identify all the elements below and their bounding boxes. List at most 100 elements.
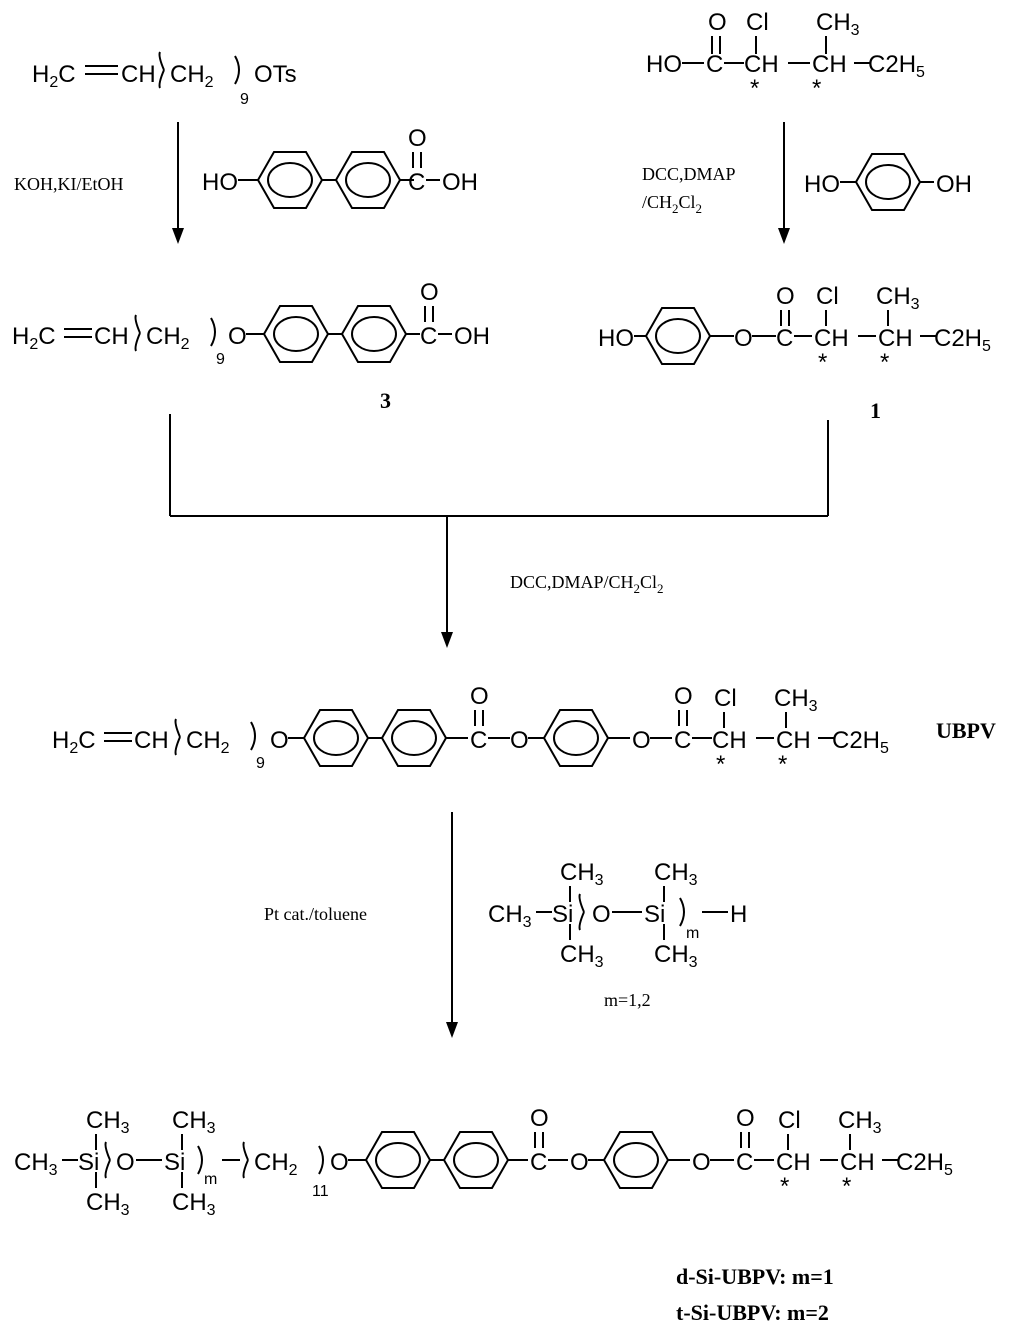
svg-text:C: C — [736, 1149, 753, 1176]
svg-text:CH: CH — [878, 325, 913, 352]
compound-3-label: 3 — [380, 388, 391, 413]
svg-text:CH: CH — [840, 1149, 875, 1176]
svg-text:H: H — [730, 901, 747, 928]
svg-text:CH3: CH3 — [816, 9, 860, 39]
svg-text:C2H5: C2H5 — [832, 727, 889, 757]
join-bracket — [169, 414, 829, 648]
svg-text:CH3: CH3 — [172, 1189, 216, 1219]
svg-text:CH3: CH3 — [488, 901, 532, 931]
condition-step2-line1: DCC,DMAP — [642, 164, 736, 184]
svg-text:HO: HO — [202, 169, 238, 196]
svg-text:11: 11 — [312, 1183, 329, 1200]
svg-text:O: O — [408, 125, 427, 152]
svg-text:O: O — [470, 683, 489, 710]
ubpv-label: UBPV — [936, 718, 996, 743]
svg-text:C: C — [530, 1149, 547, 1176]
svg-text:9: 9 — [216, 351, 225, 368]
chloro-acid: O Cl CH3 HO C CH CH C2H5 * * — [646, 9, 925, 102]
final-label-d-si: d-Si-UBPV: m=1 — [676, 1264, 834, 1289]
svg-text:HO: HO — [804, 171, 840, 198]
svg-text:O: O — [510, 727, 529, 754]
svg-text:O: O — [530, 1105, 549, 1132]
svg-text:CH2: CH2 — [146, 323, 190, 353]
svg-text:OH: OH — [454, 323, 490, 350]
final-product: CH3 CH3 CH3 Si O Si m CH2 11 O O C O — [14, 1105, 953, 1219]
svg-text:CH3: CH3 — [172, 1107, 216, 1137]
condition-step2-line2: /CH2Cl2 — [642, 192, 702, 216]
svg-text:CH3: CH3 — [654, 859, 698, 889]
compound-1: HO O O C Cl CH CH3 CH C2H5 * * — [598, 283, 991, 376]
svg-text:O: O — [776, 283, 795, 310]
svg-text:C: C — [408, 169, 425, 196]
repeat-count-9: 9 — [240, 91, 249, 108]
svg-text:CH3: CH3 — [774, 685, 818, 715]
svg-text:O: O — [270, 727, 289, 754]
condition-step4: Pt cat./toluene — [264, 904, 367, 924]
svg-text:CH3: CH3 — [654, 941, 698, 971]
biphenyl-acid-reagent: HO O C OH — [202, 125, 478, 209]
svg-text:O: O — [708, 9, 727, 36]
svg-text:C2H5: C2H5 — [934, 325, 991, 355]
svg-text:*: * — [812, 75, 821, 102]
svg-text:CH3: CH3 — [86, 1189, 130, 1219]
svg-text:CH2: CH2 — [254, 1149, 298, 1179]
svg-text:CH3: CH3 — [560, 859, 604, 889]
svg-text:Si: Si — [644, 901, 665, 928]
svg-text:*: * — [750, 75, 759, 102]
svg-text:m: m — [686, 925, 699, 942]
svg-text:O: O — [734, 325, 753, 352]
svg-text:*: * — [880, 349, 889, 376]
arrow-step4 — [446, 812, 458, 1038]
svg-text:C: C — [420, 323, 437, 350]
svg-text:CH: CH — [814, 325, 849, 352]
svg-text:CH: CH — [94, 323, 129, 350]
svg-text:CH2: CH2 — [186, 727, 230, 757]
svg-text:CH: CH — [134, 727, 169, 754]
compound-1-label: 1 — [870, 398, 881, 423]
arrow-step1 — [172, 122, 184, 244]
svg-text:CH: CH — [776, 727, 811, 754]
svg-text:OH: OH — [936, 171, 972, 198]
svg-text:C: C — [706, 51, 723, 78]
svg-text:OH: OH — [442, 169, 478, 196]
svg-text:H2C: H2C — [32, 61, 76, 91]
arrow-step2 — [778, 122, 790, 244]
ots-group: OTs — [254, 61, 297, 88]
siloxane-reagent: CH3 CH3 CH3 Si O Si m H CH3 CH3 — [488, 859, 747, 971]
svg-text:H2C: H2C — [52, 727, 96, 757]
svg-text:m: m — [204, 1171, 217, 1188]
hydroquinone-reagent: HO OH — [804, 153, 972, 211]
svg-text:Cl: Cl — [746, 9, 769, 36]
svg-text:HO: HO — [646, 51, 682, 78]
ubpv-structure: H2C CH CH2 9 O O C O O O C Cl CH — [52, 683, 889, 778]
svg-text:CH3: CH3 — [14, 1149, 58, 1179]
svg-text:O: O — [592, 901, 611, 928]
svg-text:Cl: Cl — [778, 1107, 801, 1134]
svg-text:Cl: Cl — [816, 283, 839, 310]
svg-text:CH: CH — [121, 61, 156, 88]
condition-step3: DCC,DMAP/CH2Cl2 — [510, 572, 664, 596]
final-label-t-si: t-Si-UBPV: m=2 — [676, 1300, 829, 1325]
svg-text:Si: Si — [164, 1149, 185, 1176]
svg-text:O: O — [736, 1105, 755, 1132]
svg-text:Si: Si — [552, 901, 573, 928]
svg-text:CH3: CH3 — [838, 1107, 882, 1137]
svg-text:9: 9 — [256, 755, 265, 772]
svg-text:O: O — [632, 727, 651, 754]
svg-text:Cl: Cl — [714, 685, 737, 712]
svg-text:CH: CH — [712, 727, 747, 754]
condition-step1: KOH,KI/EtOH — [14, 174, 124, 194]
svg-text:CH3: CH3 — [876, 283, 920, 313]
svg-text:O: O — [674, 683, 693, 710]
svg-text:CH2: CH2 — [170, 61, 214, 91]
siloxane-m-values: m=1,2 — [604, 990, 651, 1010]
svg-text:*: * — [842, 1173, 851, 1200]
svg-text:*: * — [780, 1173, 789, 1200]
svg-text:O: O — [116, 1149, 135, 1176]
svg-text:O: O — [692, 1149, 711, 1176]
compound-3: H2C CH CH2 9 O O C OH — [12, 279, 490, 368]
svg-text:CH3: CH3 — [560, 941, 604, 971]
svg-text:CH: CH — [744, 51, 779, 78]
svg-text:C2H5: C2H5 — [868, 51, 925, 81]
